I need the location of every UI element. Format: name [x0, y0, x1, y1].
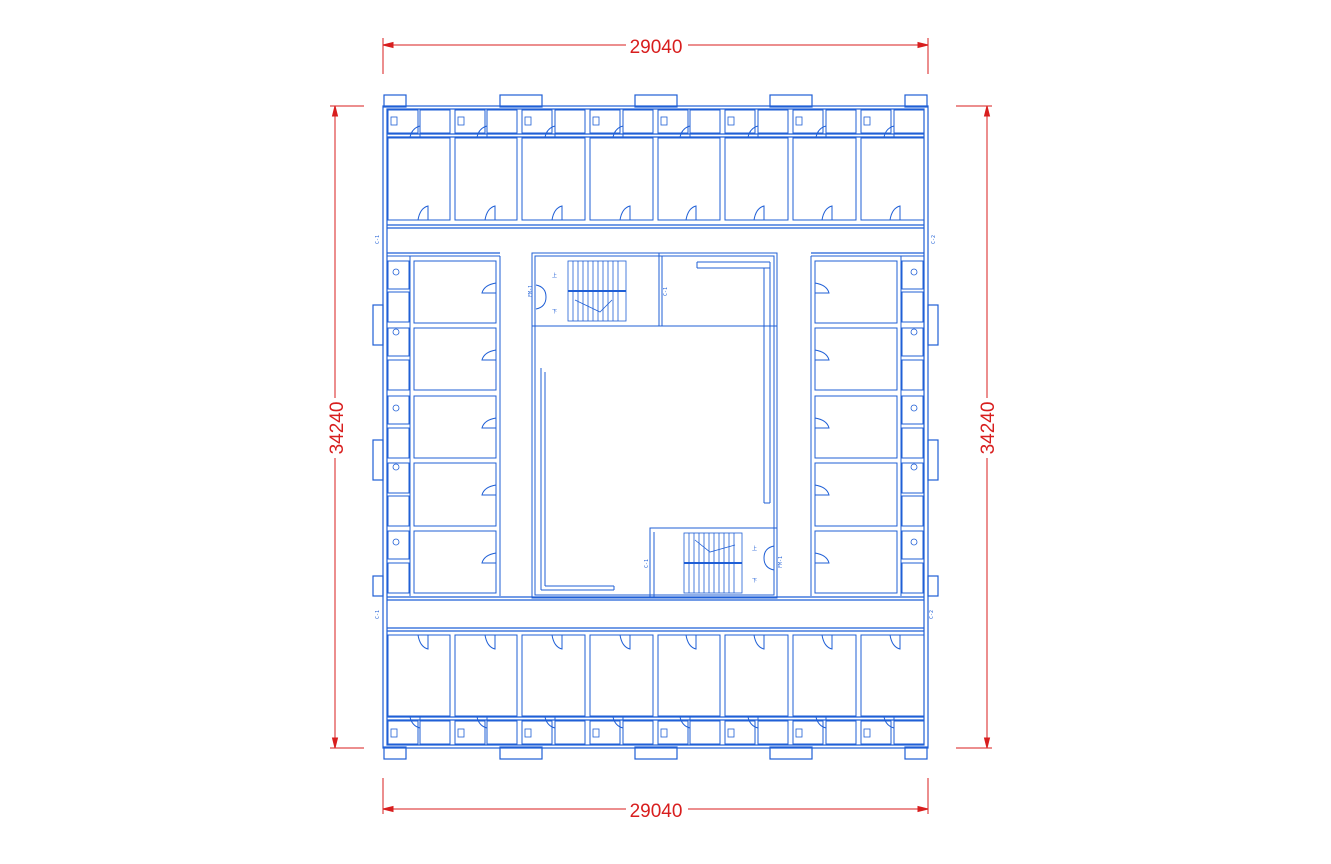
- dimension-top: 29040: [630, 37, 683, 58]
- dimension-left: 34240: [327, 402, 348, 455]
- central-core: [531, 252, 778, 599]
- window-label-left-top: C-1: [375, 235, 381, 244]
- bottom-room-row: [387, 634, 925, 745]
- top-room-row: [387, 109, 925, 221]
- stair-door-label-bottom: FM-1: [778, 556, 784, 568]
- toilet-icons: [390, 116, 918, 738]
- building-walls: [372, 94, 939, 760]
- stair-doors: [535, 284, 775, 571]
- dimension-right: 34240: [978, 402, 999, 455]
- stair-down-label-top: 下: [552, 309, 557, 315]
- dimension-bottom: 29040: [630, 801, 683, 822]
- right-wing-rooms: [810, 255, 924, 596]
- dimension-lines: [330, 38, 992, 814]
- stair-up-label-top: 上: [552, 272, 557, 279]
- stair-window-label-bottom: C-1: [644, 559, 650, 568]
- window-label-right-bottom: C-2: [929, 610, 935, 619]
- stair-down-label-bottom: 下: [752, 578, 757, 584]
- stair-top-left: [567, 260, 627, 322]
- stair-bottom-right: [683, 532, 743, 594]
- window-label-right-top: C-2: [931, 235, 937, 244]
- window-label-left-bottom: C-1: [375, 610, 381, 619]
- stair-door-label-top: FM-1: [528, 285, 534, 297]
- stair-up-label-bottom: 上: [752, 545, 757, 552]
- stair-window-label-top: C-1: [663, 287, 669, 296]
- left-wing-rooms: [387, 255, 501, 596]
